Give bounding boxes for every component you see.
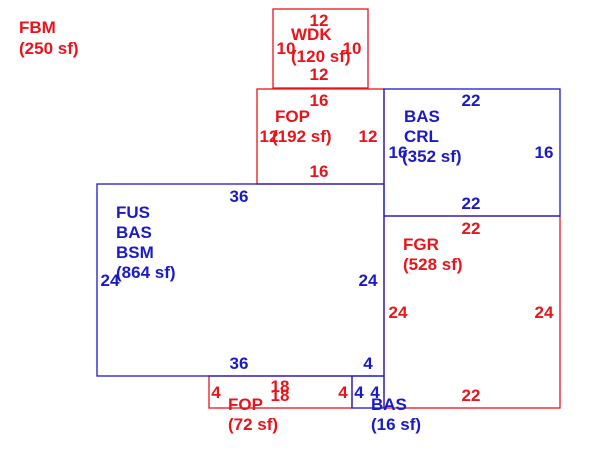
bas-crl-dim-top: 22 [462,91,481,110]
fbm-code: FBM [19,18,56,37]
fgr-dim-top: 22 [462,219,481,238]
wdk-area: (120 sf) [291,47,351,66]
fop-lower-dim-bottom: 18 [271,386,290,405]
fop-lower-dim-left: 4 [211,383,221,402]
main-area-outline [96,183,385,377]
bas-small-area: (16 sf) [371,415,421,434]
bas-small-dim-left: 4 [354,383,364,402]
bas-small-dim-top: 4 [370,383,380,402]
bas-crl-area: (352 sf) [402,147,462,166]
fop-upper-dim-top: 16 [310,91,329,110]
main-dim-bottom: 36 [230,354,249,373]
wdk-dim-top: 12 [310,11,329,30]
main-code-3: BSM [116,243,154,262]
main-dim-top: 36 [230,187,249,206]
fop-lower-code: FOP [228,395,263,414]
fgr-dim-bottom: 22 [462,386,481,405]
fop-upper-dim-left: 12 [260,127,279,146]
wdk-outline [272,8,369,89]
fop-upper-area: (192 sf) [272,127,332,146]
main-code-1: FUS [116,203,150,222]
wdk-dim-bottom: 12 [310,65,329,84]
fgr-area: (528 sf) [403,255,463,274]
fgr-dim-left: 24 [389,303,408,322]
fop-lower-dim-right: 4 [338,383,348,402]
fop-lower-dim-top: 18 [271,377,290,396]
bas-small-outline [351,375,385,409]
main-dim-notch: 4 [363,354,373,373]
fbm-area: (250 sf) [19,39,79,58]
wdk-code: WDK [291,25,332,44]
main-area: (864 sf) [116,263,176,282]
wdk-dim-left: 10 [277,39,296,58]
bas-crl-code-1: BAS [404,107,440,126]
wdk-dim-right: 10 [343,39,362,58]
bas-crl-dim-left: 16 [389,143,408,162]
fgr-dim-right: 24 [535,303,554,322]
fop-upper-dim-right: 12 [359,127,378,146]
fop-upper-code: FOP [275,107,310,126]
main-code-2: BAS [116,223,152,242]
main-dim-left: 24 [101,271,120,290]
fop-upper-dim-bottom: 16 [310,162,329,181]
bas-crl-dim-bottom: 22 [462,194,481,213]
fop-lower-area: (72 sf) [228,415,278,434]
bas-small-code: BAS [371,395,407,414]
bas-crl-code-2: CRL [404,127,439,146]
fgr-code: FGR [403,235,439,254]
main-dim-right: 24 [359,271,378,290]
bas-crl-dim-right: 16 [535,143,554,162]
bas-crl-outline [383,88,561,217]
